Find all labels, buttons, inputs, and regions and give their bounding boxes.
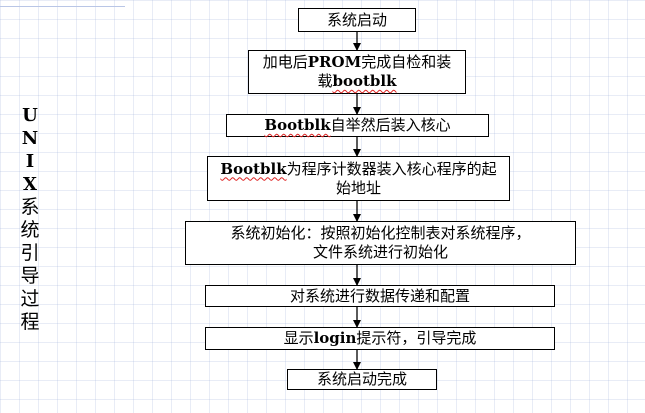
flow-text-segment: 对系统进行数据传递和配置: [289, 286, 470, 305]
side-title-char: X: [23, 174, 37, 195]
flow-text-segment: bootblk: [332, 72, 397, 90]
flow-box-text: 对系统进行数据传递和配置: [290, 287, 470, 306]
flow-box-text: 系统启动: [327, 11, 387, 30]
flow-text-segment: 为程序计数器装入核心程序的起: [286, 159, 497, 178]
flow-text-segment: 提示符，引导完成: [356, 329, 477, 347]
flow-box-text: 显示login提示符，引导完成: [284, 329, 477, 348]
flow-text-segment: 自举然后装入核心: [330, 116, 451, 134]
side-title-char: I: [25, 151, 35, 172]
flow-text-segment: 文件系统进行初始化: [312, 243, 448, 261]
flow-box-5: 系统初始化：按照初始化控制表对系统程序，文件系统进行初始化: [185, 221, 576, 265]
flow-text-segment: 完成自检和装: [361, 53, 452, 71]
flow-box-text: Bootblk自举然后装入核心: [264, 116, 450, 135]
side-title-char: 统: [20, 219, 40, 241]
flow-text-segment: 系统启动完成: [316, 370, 407, 388]
flow-box-6: 对系统进行数据传递和配置: [205, 285, 555, 307]
flow-text-segment: PROM: [307, 53, 362, 71]
flow-box-8: 系统启动完成: [287, 369, 437, 390]
side-title-char: 过: [20, 288, 40, 310]
flow-box-7: 显示login提示符，引导完成: [205, 327, 555, 350]
flow-box-3: Bootblk自举然后装入核心: [226, 114, 489, 137]
flow-text-segment: 始地址: [335, 178, 381, 197]
flow-text-segment: Bootblk: [220, 159, 287, 178]
side-title-char: 系: [20, 196, 40, 218]
side-title-char: U: [22, 105, 38, 126]
flow-box-text: 系统启动完成: [317, 370, 407, 389]
side-title-char: 导: [20, 265, 40, 287]
flow-box-2: 加电后PROM完成自检和装载bootblk: [248, 50, 466, 94]
flow-text-segment: login: [313, 329, 357, 347]
flow-box-text: 加电后PROM完成自检和装载bootblk: [263, 53, 451, 91]
side-title-char: 引: [20, 242, 40, 264]
flow-text-segment: 系统启动: [326, 10, 387, 29]
flow-text-segment: 显示: [283, 329, 314, 347]
flow-box-4: Bootblk为程序计数器装入核心程序的起始地址: [207, 156, 510, 201]
flow-text-segment: 加电后: [262, 53, 308, 71]
flow-box-1: 系统启动: [298, 8, 416, 32]
flow-text-segment: 载: [317, 72, 333, 90]
flow-text-segment: Bootblk: [264, 116, 331, 134]
side-title-char: 程: [20, 311, 40, 333]
flow-box-text: Bootblk为程序计数器装入核心程序的起始地址: [220, 160, 496, 198]
corner-rule: [0, 6, 125, 7]
side-title-char: N: [21, 128, 39, 149]
flow-box-text: 系统初始化：按照初始化控制表对系统程序，文件系统进行初始化: [230, 224, 530, 262]
flow-text-segment: 系统初始化：按照初始化控制表对系统程序，: [230, 224, 531, 242]
